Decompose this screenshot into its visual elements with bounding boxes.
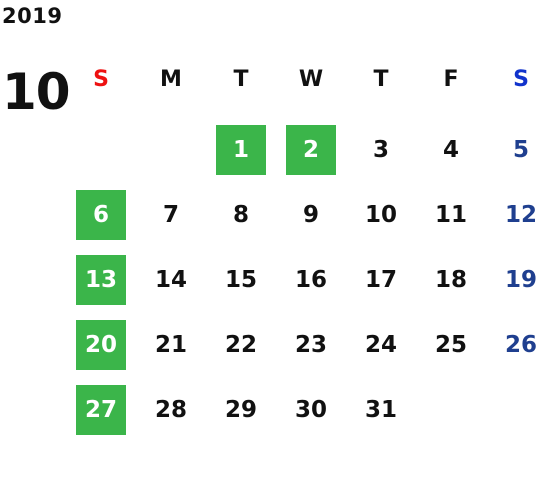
calendar-day[interactable]: 30 [294,397,327,423]
calendar-day[interactable]: 19 [504,267,537,293]
calendar-day[interactable]: 29 [224,397,257,423]
calendar-day[interactable]: 16 [294,267,327,293]
calendar-day[interactable]: 18 [434,267,467,293]
calendar-day[interactable]: 6 [76,190,126,240]
calendar-day[interactable]: 13 [76,255,126,305]
calendar-day[interactable]: 20 [76,320,126,370]
calendar-day[interactable]: 12 [504,202,537,228]
calendar-day[interactable]: 4 [442,137,459,163]
weekday-header: S [93,67,109,92]
weekday-header: T [373,67,389,92]
weekday-header: S [513,67,529,92]
weekday-header: T [233,67,249,92]
year-label: 2019 [2,4,63,28]
calendar-day[interactable]: 9 [302,202,319,228]
calendar-day[interactable]: 25 [434,332,467,358]
calendar-day[interactable]: 1 [216,125,266,175]
calendar-day[interactable]: 2 [286,125,336,175]
calendar-day[interactable]: 10 [364,202,397,228]
calendar-day[interactable]: 17 [364,267,397,293]
calendar-day[interactable]: 7 [162,202,179,228]
calendar-day[interactable]: 26 [504,332,537,358]
calendar-day[interactable]: 8 [232,202,249,228]
weekday-header: W [298,67,324,92]
calendar-day[interactable]: 11 [434,202,467,228]
calendar-day[interactable]: 14 [154,267,187,293]
calendar-day[interactable]: 5 [512,137,529,163]
weekday-header: M [160,67,182,92]
month-label: 10 [2,63,71,121]
calendar-day[interactable]: 23 [294,332,327,358]
calendar-day[interactable]: 28 [154,397,187,423]
calendar-day[interactable]: 22 [224,332,257,358]
calendar-day[interactable]: 15 [224,267,257,293]
weekday-header: F [443,67,459,92]
calendar-day[interactable]: 31 [364,397,397,423]
calendar-day[interactable]: 3 [372,137,389,163]
calendar-day[interactable]: 27 [76,385,126,435]
calendar-day[interactable]: 21 [154,332,187,358]
calendar-day[interactable]: 24 [364,332,397,358]
